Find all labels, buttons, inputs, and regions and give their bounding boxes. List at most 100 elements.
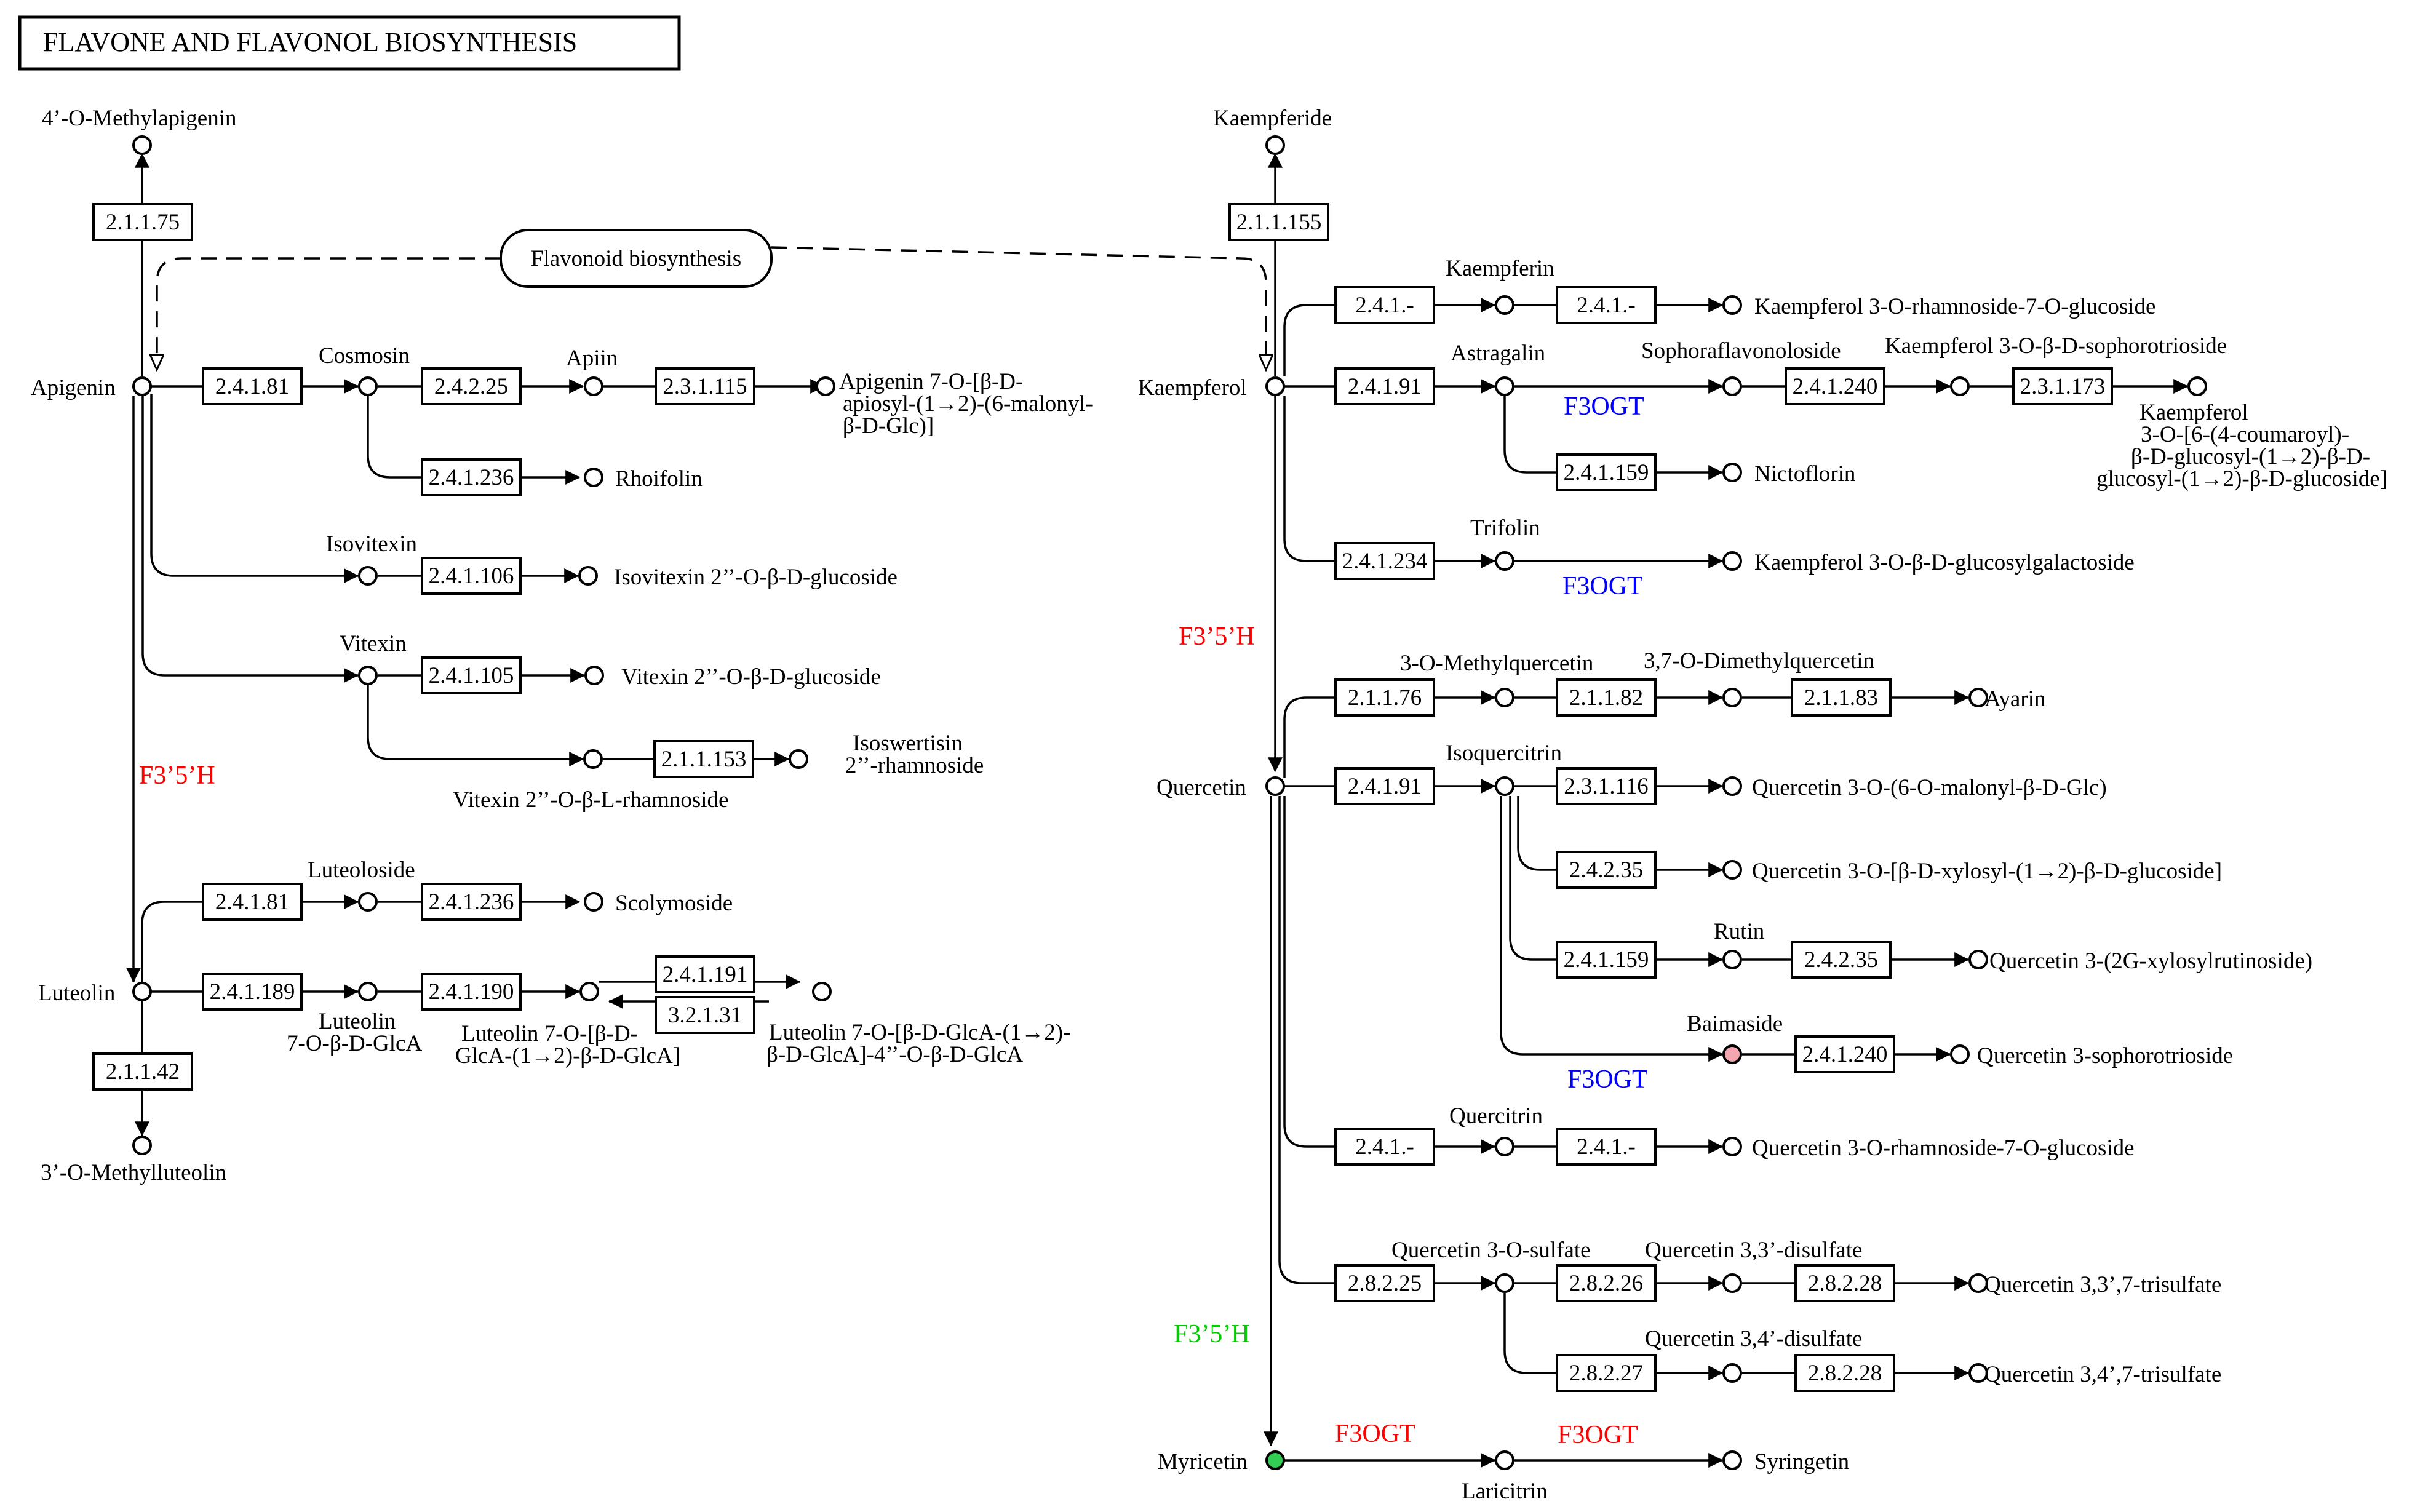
- node-vitexin[interactable]: [358, 666, 378, 685]
- enzyme-2-4-1-81-apigenin[interactable]: 2.4.1.81: [202, 367, 303, 405]
- svg-text:2.4.1.-: 2.4.1.-: [1577, 293, 1636, 318]
- node-kaempferol-glcgal[interactable]: [1722, 551, 1742, 571]
- node-kaempferol[interactable]: [1265, 376, 1285, 396]
- node-rutin[interactable]: [1722, 950, 1742, 969]
- node-quercetin-sulfate[interactable]: [1495, 1273, 1514, 1293]
- enzyme-2-3-1-116[interactable]: 2.3.1.116: [1556, 767, 1657, 805]
- node-dimethylquercetin[interactable]: [1722, 688, 1742, 707]
- enzyme-2-4-1-kaempferol-rha-glc[interactable]: 2.4.1.-: [1556, 286, 1657, 324]
- label-kaempferol: Kaempferol: [1138, 375, 1247, 400]
- enzyme-2-1-1-155[interactable]: 2.1.1.155: [1228, 203, 1329, 241]
- node-kaempferol-rha-glc[interactable]: [1722, 295, 1742, 315]
- label-cosmosin: Cosmosin: [319, 343, 410, 368]
- node-isovitexin[interactable]: [358, 566, 378, 586]
- enzyme-2-4-1-240-quercetin[interactable]: 2.4.1.240: [1794, 1035, 1895, 1073]
- enzyme-2-4-1-190[interactable]: 2.4.1.190: [421, 973, 522, 1011]
- node-vitexin-rha[interactable]: [583, 749, 603, 769]
- svg-text:2.1.1.76: 2.1.1.76: [1348, 685, 1422, 710]
- node-luteolin-tri[interactable]: [812, 982, 832, 1001]
- enzyme-2-4-1-quercitrin[interactable]: 2.4.1.-: [1334, 1128, 1435, 1166]
- enzyme-2-4-1-236-luteolin[interactable]: 2.4.1.236: [421, 883, 522, 921]
- enzyme-2-1-1-76[interactable]: 2.1.1.76: [1334, 678, 1435, 717]
- enzyme-2-4-1-81-luteolin[interactable]: 2.4.1.81: [202, 883, 303, 921]
- gene-f3ogt-baimaside: F3OGT: [1567, 1065, 1648, 1094]
- node-isoswertisin[interactable]: [789, 749, 808, 769]
- enzyme-2-4-2-35-rutin[interactable]: 2.4.2.35: [1791, 941, 1892, 979]
- node-vitexin-glc[interactable]: [584, 666, 604, 685]
- enzyme-2-4-1-quercetin-rha-glc[interactable]: 2.4.1.-: [1556, 1128, 1657, 1166]
- node-quercetin[interactable]: [1265, 776, 1285, 796]
- node-kaempferol-sophorotrioside[interactable]: [1950, 376, 1970, 396]
- enzyme-2-8-2-28-a[interactable]: 2.8.2.28: [1794, 1264, 1895, 1302]
- node-trifolin[interactable]: [1495, 551, 1514, 571]
- node-scolymoside[interactable]: [584, 892, 603, 912]
- node-methylquercetin[interactable]: [1495, 688, 1514, 707]
- node-quercetin-34-disulfate[interactable]: [1722, 1363, 1742, 1383]
- node-quercitrin[interactable]: [1495, 1137, 1514, 1156]
- enzyme-2-4-1-91-quercetin[interactable]: 2.4.1.91: [1334, 767, 1435, 805]
- svg-text:2.3.1.173: 2.3.1.173: [2020, 374, 2106, 399]
- svg-text:2.4.1.240: 2.4.1.240: [1793, 374, 1878, 399]
- node-quercetin-malonyl[interactable]: [1722, 776, 1742, 796]
- node-quercetin-sophorotrioside[interactable]: [1950, 1044, 1970, 1064]
- enzyme-3-2-1-31[interactable]: 3.2.1.31: [655, 996, 755, 1034]
- enzyme-2-3-1-173[interactable]: 2.3.1.173: [2012, 367, 2113, 405]
- enzyme-2-4-1-236-apigenin[interactable]: 2.4.1.236: [421, 458, 522, 496]
- enzyme-2-4-1-106[interactable]: 2.4.1.106: [421, 557, 522, 595]
- enzyme-2-4-1-91-kaempferol[interactable]: 2.4.1.91: [1334, 367, 1435, 405]
- enzyme-2-4-1-kaempferin[interactable]: 2.4.1.-: [1334, 286, 1435, 324]
- node-kaempferin[interactable]: [1495, 295, 1514, 315]
- node-ayarin[interactable]: [1968, 688, 1988, 707]
- node-nictoflorin[interactable]: [1722, 463, 1742, 482]
- label-quercetin-sophorotrioside: Quercetin 3-sophorotrioside: [1977, 1043, 2233, 1068]
- enzyme-2-4-1-105[interactable]: 2.4.1.105: [421, 656, 522, 694]
- node-myricetin[interactable]: [1265, 1450, 1285, 1470]
- enzyme-2-4-1-159-quercetin[interactable]: 2.4.1.159: [1556, 941, 1657, 979]
- enzyme-2-4-1-189[interactable]: 2.4.1.189: [202, 973, 303, 1011]
- enzyme-2-8-2-27[interactable]: 2.8.2.27: [1556, 1354, 1657, 1392]
- node-isoquercitrin[interactable]: [1495, 776, 1514, 796]
- enzyme-2-4-2-35-xylosyl[interactable]: 2.4.2.35: [1556, 851, 1657, 889]
- enzyme-2-4-1-159-kaempferol[interactable]: 2.4.1.159: [1556, 453, 1657, 491]
- node-methylapigenin[interactable]: [132, 135, 152, 155]
- enzyme-2-8-2-25[interactable]: 2.8.2.25: [1334, 1264, 1435, 1302]
- node-sophoraflavonoloside[interactable]: [1722, 376, 1742, 396]
- node-laricitrin[interactable]: [1495, 1450, 1514, 1470]
- node-quercetin-xylosyl[interactable]: [1722, 860, 1742, 880]
- node-kaempferide[interactable]: [1265, 135, 1285, 155]
- enzyme-2-4-1-234[interactable]: 2.4.1.234: [1334, 542, 1435, 580]
- node-luteolin[interactable]: [132, 982, 152, 1001]
- enzyme-2-1-1-42[interactable]: 2.1.1.42: [92, 1052, 193, 1091]
- node-quercetin-347-trisulfate[interactable]: [1968, 1363, 1988, 1383]
- node-methylluteolin[interactable]: [132, 1136, 152, 1155]
- enzyme-2-1-1-83[interactable]: 2.1.1.83: [1791, 678, 1892, 717]
- node-rhoifolin[interactable]: [584, 468, 603, 487]
- node-apiin[interactable]: [584, 376, 603, 396]
- node-quercetin-337-trisulfate[interactable]: [1968, 1273, 1988, 1293]
- node-astragalin[interactable]: [1495, 376, 1514, 396]
- node-cosmosin[interactable]: [358, 376, 378, 396]
- enzyme-2-4-1-191[interactable]: 2.4.1.191: [655, 955, 755, 993]
- node-quercetin-2g[interactable]: [1968, 950, 1988, 969]
- node-luteoloside[interactable]: [358, 892, 378, 912]
- node-syringetin[interactable]: [1722, 1450, 1742, 1470]
- enzyme-2-3-1-115[interactable]: 2.3.1.115: [655, 367, 755, 405]
- enzyme-2-4-2-25[interactable]: 2.4.2.25: [421, 367, 522, 405]
- enzyme-2-1-1-153[interactable]: 2.1.1.153: [653, 740, 754, 778]
- node-kaempferol-coumaroyl[interactable]: [2187, 376, 2207, 396]
- node-luteolin-diglca[interactable]: [579, 982, 599, 1001]
- node-quercetin-rha-glc[interactable]: [1722, 1137, 1742, 1156]
- node-baimaside[interactable]: [1722, 1044, 1742, 1064]
- enzyme-2-1-1-75[interactable]: 2.1.1.75: [92, 203, 193, 241]
- node-isovitexin-glc[interactable]: [578, 566, 598, 586]
- enzyme-2-1-1-82[interactable]: 2.1.1.82: [1556, 678, 1657, 717]
- label-quercetin-33-disulfate: Quercetin 3,3’-disulfate: [1645, 1238, 1862, 1263]
- node-quercetin-33-disulfate[interactable]: [1722, 1273, 1742, 1293]
- node-apigenin7[interactable]: [816, 376, 835, 396]
- label-kaempferide: Kaempferide: [1213, 106, 1332, 131]
- node-luteolin-glca[interactable]: [358, 982, 378, 1001]
- enzyme-2-8-2-26[interactable]: 2.8.2.26: [1556, 1264, 1657, 1302]
- enzyme-2-4-1-240-kaempferol[interactable]: 2.4.1.240: [1785, 367, 1885, 405]
- node-apigenin[interactable]: [132, 376, 152, 396]
- enzyme-2-8-2-28-b[interactable]: 2.8.2.28: [1794, 1354, 1895, 1392]
